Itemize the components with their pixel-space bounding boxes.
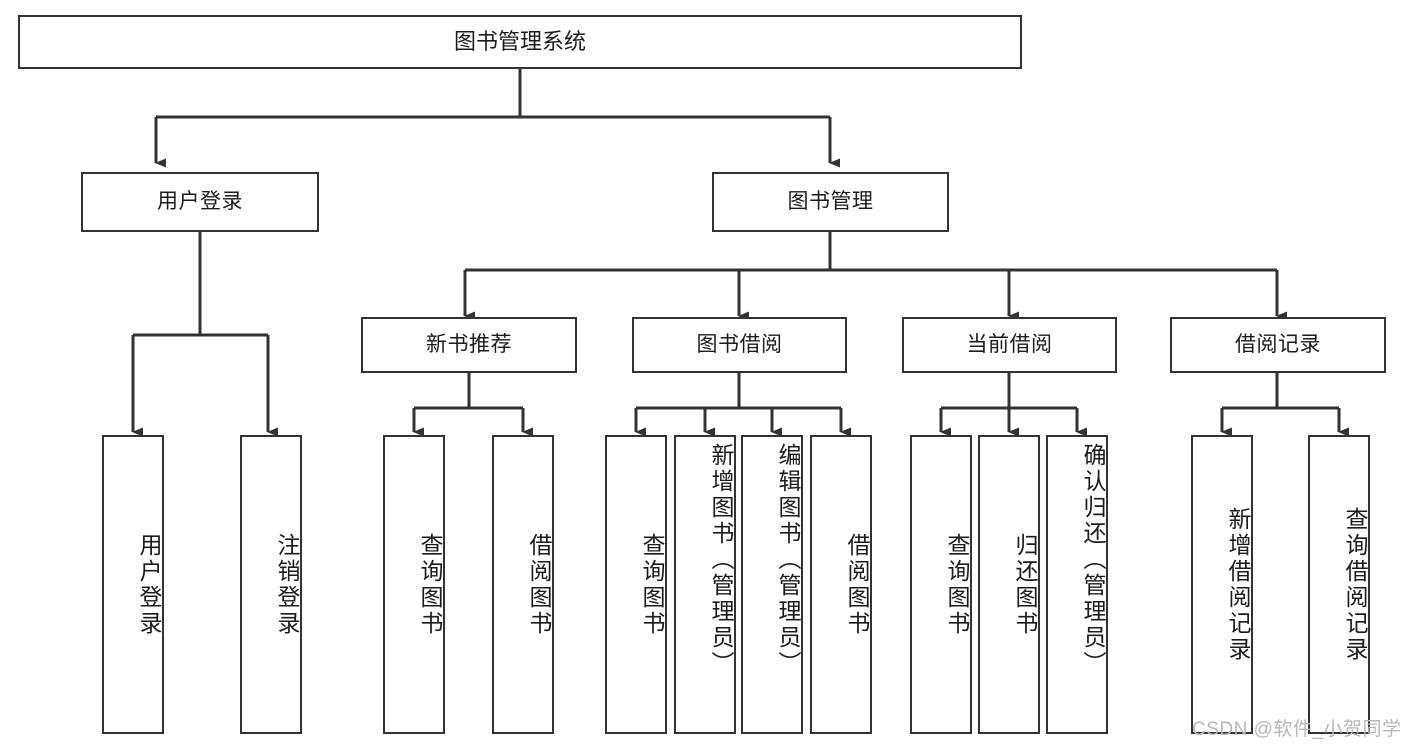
leaf-add-record-label: 新增借阅记录 [1225,506,1251,663]
leaf-borrow-book-1-label: 借阅图书 [526,532,552,637]
leaf-logout-login-label: 注销登录 [274,532,300,637]
leaf-borrow-book-1[interactable]: 借阅图书 [492,435,554,734]
node-current-borrow-label: 当前借阅 [966,332,1053,356]
csdn-watermark-text: CSDN @软件_小贺同学 [1192,719,1402,740]
leaf-user-login-label: 用户登录 [136,532,162,637]
node-book-borrow[interactable]: 图书借阅 [632,317,847,373]
leaf-logout-login[interactable]: 注销登录 [240,435,302,734]
node-book-management-label: 图书管理 [787,189,874,213]
leaf-query-record-label: 查询借阅记录 [1342,506,1368,663]
node-borrow-record-label: 借阅记录 [1235,332,1321,356]
node-book-borrow-label: 图书借阅 [696,332,783,356]
leaf-add-book-label: 新增图书（管理员） [708,443,734,677]
leaf-query-book-2-label: 查询图书 [639,532,665,637]
node-new-book-recommend-label: 新书推荐 [426,332,512,356]
leaf-query-record[interactable]: 查询借阅记录 [1308,435,1370,734]
leaf-borrow-book-2-label: 借阅图书 [844,532,870,637]
node-root-label: 图书管理系统 [453,29,586,55]
leaf-query-book-1-label: 查询图书 [417,532,443,637]
leaf-confirm-return[interactable]: 确认归还（管理员） [1046,435,1108,734]
node-book-management[interactable]: 图书管理 [712,172,949,232]
leaf-borrow-book-2[interactable]: 借阅图书 [810,435,872,734]
leaf-query-book-3-label: 查询图书 [944,532,970,637]
node-user-login-label: 用户登录 [157,189,243,213]
node-user-login[interactable]: 用户登录 [81,172,319,232]
leaf-query-book-2[interactable]: 查询图书 [605,435,667,734]
leaf-add-record[interactable]: 新增借阅记录 [1191,435,1253,734]
leaf-add-book[interactable]: 新增图书（管理员） [674,435,736,734]
leaf-query-book-3[interactable]: 查询图书 [910,435,972,734]
leaf-query-book-1[interactable]: 查询图书 [383,435,445,734]
node-borrow-record[interactable]: 借阅记录 [1170,317,1386,373]
leaf-return-book-label: 归还图书 [1012,532,1038,637]
leaf-return-book[interactable]: 归还图书 [978,435,1040,734]
csdn-watermark: CSDN @软件_小贺同学 [1192,714,1401,741]
leaf-edit-book-label: 编辑图书（管理员） [775,443,801,677]
node-root[interactable]: 图书管理系统 [18,15,1022,69]
leaf-edit-book[interactable]: 编辑图书（管理员） [741,435,803,734]
node-new-book-recommend[interactable]: 新书推荐 [361,317,577,373]
node-current-borrow[interactable]: 当前借阅 [902,317,1117,373]
leaf-confirm-return-label: 确认归还（管理员） [1080,443,1106,677]
leaf-user-login[interactable]: 用户登录 [102,435,164,734]
